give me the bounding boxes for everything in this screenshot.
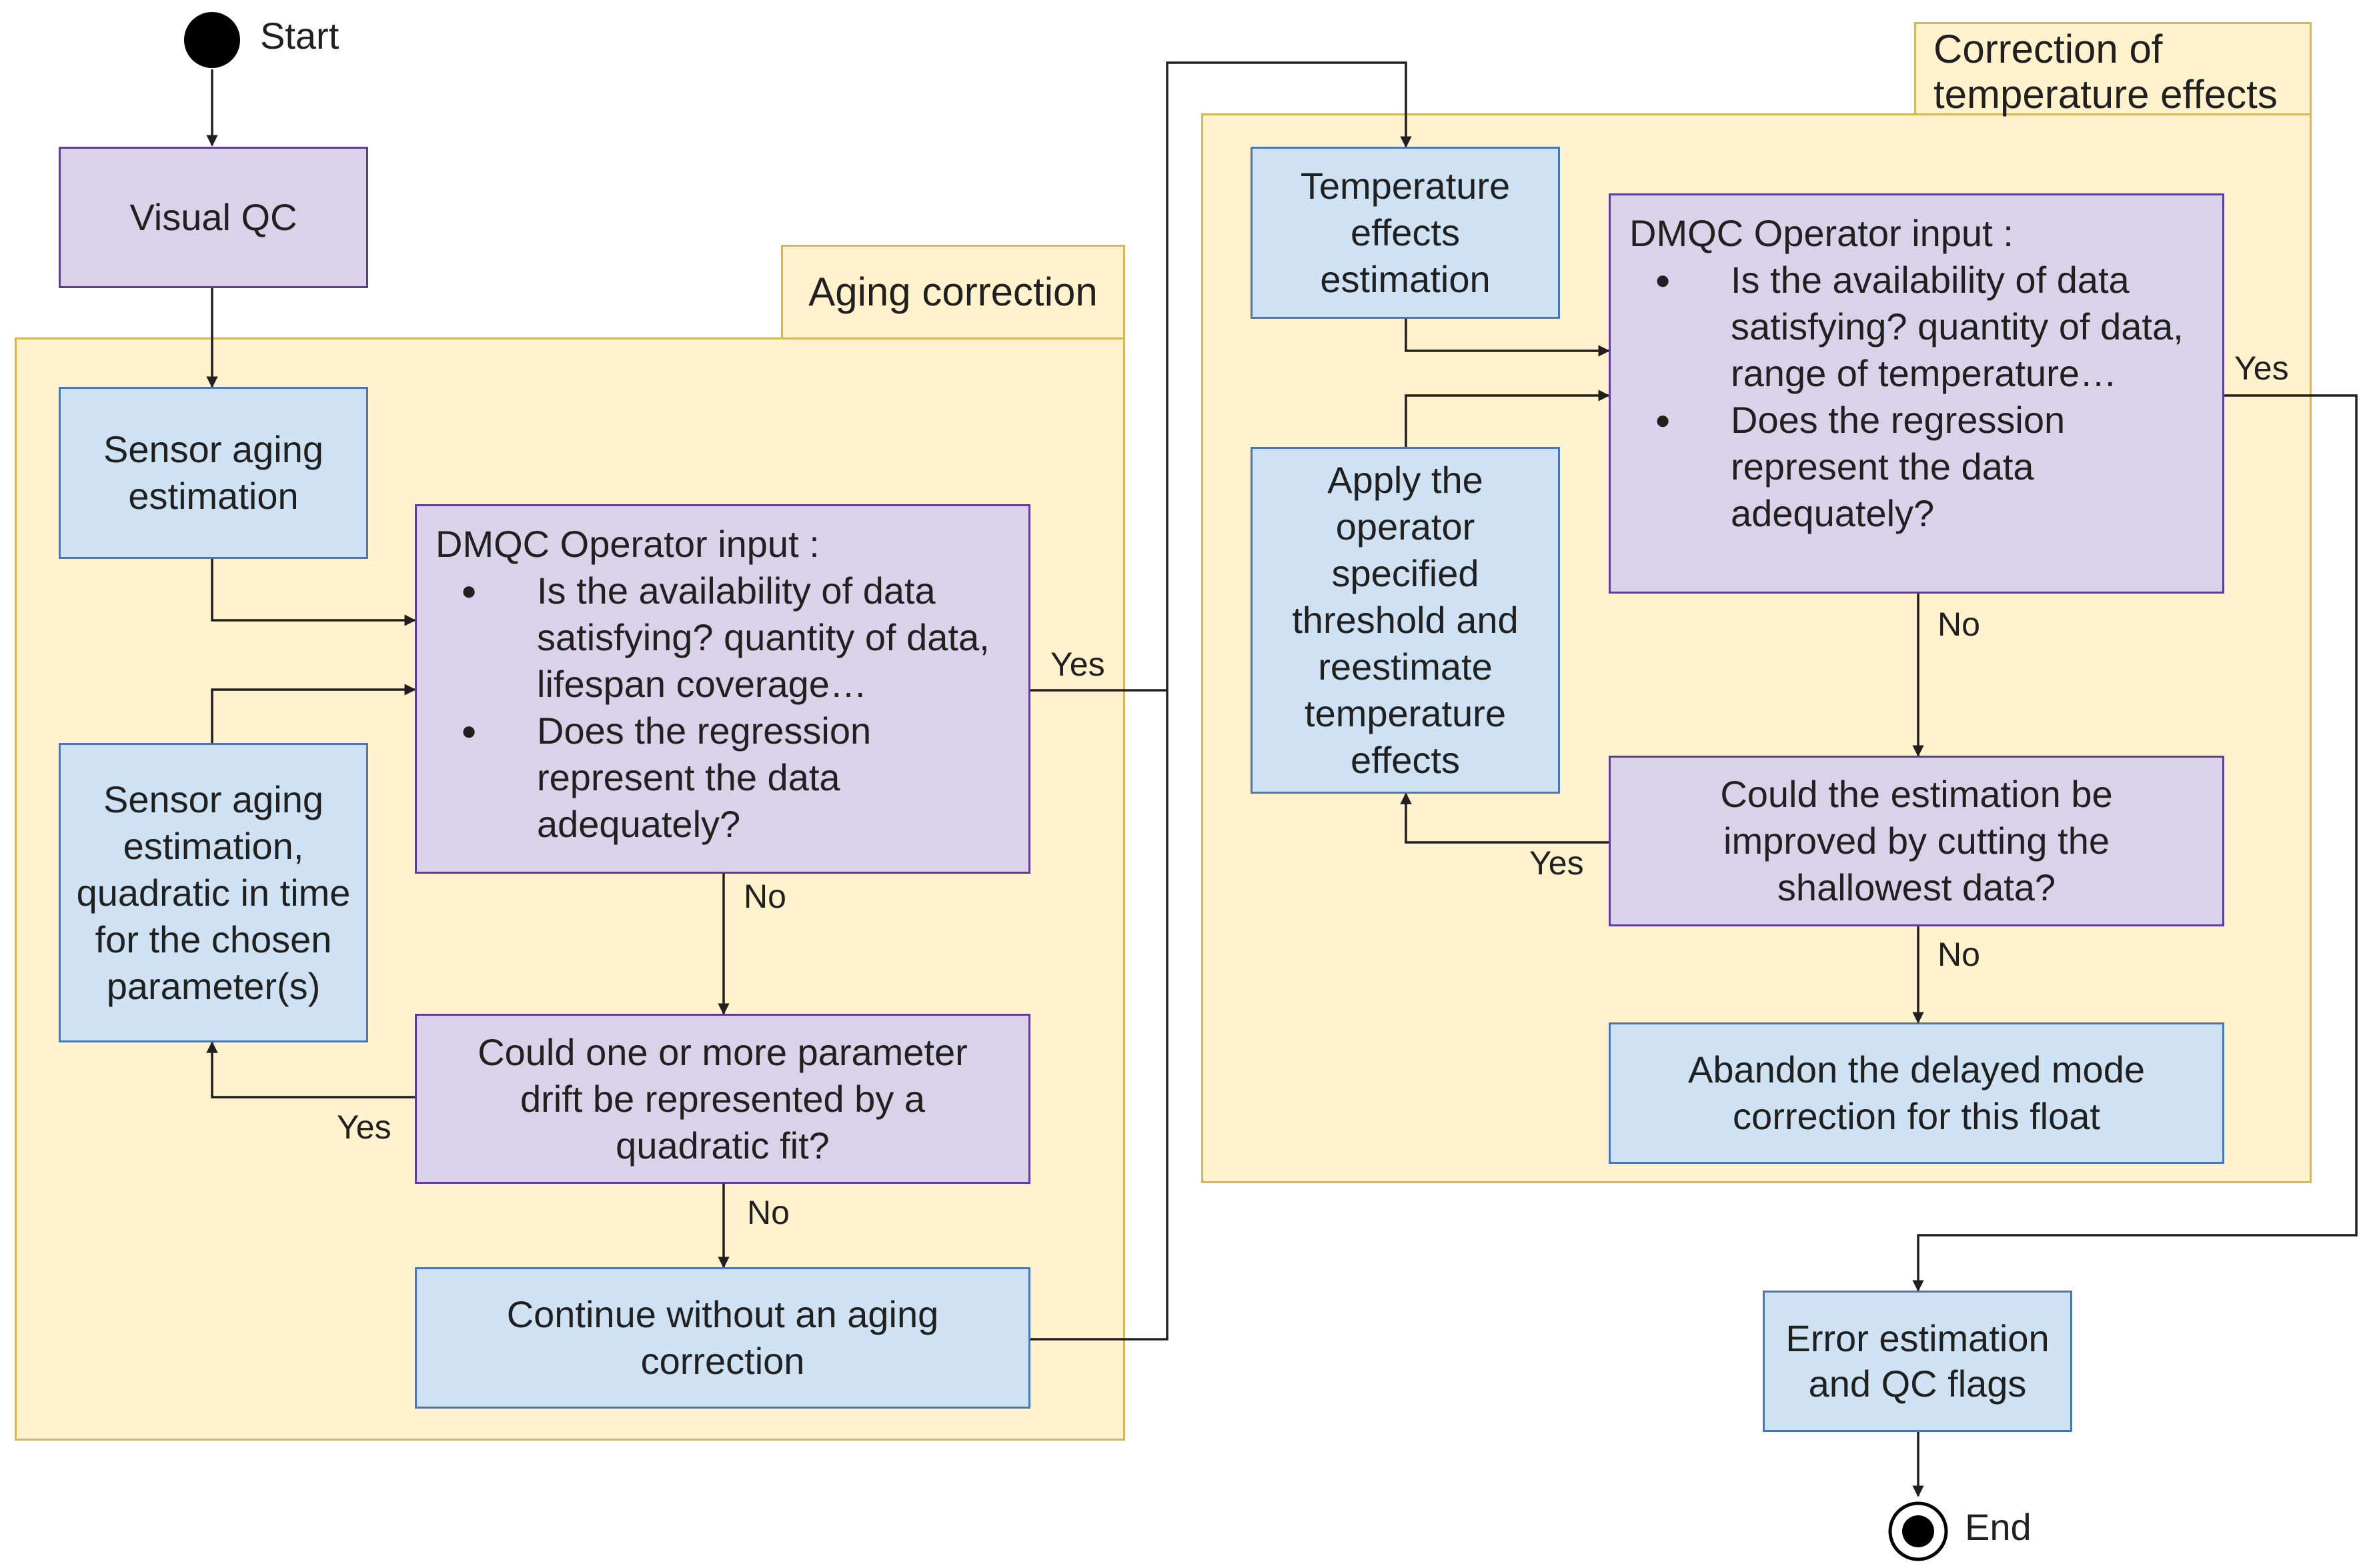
aging-yes-label: Yes	[1050, 646, 1105, 683]
quadratic-aging-estimation-node: Sensor aging estimation, quadratic in ti…	[59, 743, 368, 1042]
edge-quadratic-yes	[206, 1041, 415, 1098]
temperature-operator-question-regression: Does the regression represent the data a…	[1629, 397, 2204, 537]
aging-operator-input-questions: Is the availability of data satisfying? …	[436, 568, 1010, 848]
apply-threshold-node: Apply the operator specified threshold a…	[1251, 447, 1560, 794]
edge-cut-yes	[1400, 792, 1609, 844]
temperature-operator-input-title: DMQC Operator input :	[1629, 212, 2014, 254]
temp-yes-label: Yes	[2234, 349, 2289, 387]
cut-yes-label: Yes	[1529, 844, 1584, 882]
edge-temp-yes-to-error	[1912, 394, 2358, 1292]
edge-aging-to-operator	[211, 559, 416, 626]
quadratic-yes-label: Yes	[337, 1108, 391, 1146]
temperature-operator-input-node: DMQC Operator input : Is the availabilit…	[1609, 193, 2224, 594]
aging-operator-question-availability: Is the availability of data satisfying? …	[436, 568, 1010, 708]
edge-aging-yes-to-temperature	[1030, 61, 1412, 692]
sensor-aging-estimation-node: Sensor aging estimation	[59, 387, 368, 559]
start-label: Start	[260, 15, 339, 57]
aging-operator-input-node: DMQC Operator input : Is the availabilit…	[415, 504, 1030, 874]
edge-quadratic-estimation-to-operator	[211, 684, 416, 743]
error-estimation-node: Error estimation and QC flags	[1763, 1291, 2072, 1432]
temperature-operator-input-questions: Is the availability of data satisfying? …	[1629, 257, 2204, 537]
quadratic-fit-question-node: Could one or more parameter drift be rep…	[415, 1014, 1030, 1184]
edge-continue-to-temperature	[1030, 690, 1168, 1341]
cut-shallow-data-question-node: Could the estimation be improved by cutt…	[1609, 756, 2224, 926]
start-node	[184, 12, 240, 68]
aging-operator-question-regression: Does the regression represent the data a…	[436, 708, 1010, 848]
edge-threshold-to-operator	[1405, 389, 1610, 447]
temp-no-label: No	[1937, 606, 1980, 643]
abandon-correction-node: Abandon the delayed mode correction for …	[1609, 1022, 2224, 1164]
aging-correction-title: Aging correction	[781, 245, 1125, 339]
end-node-inner	[1902, 1515, 1934, 1547]
aging-no-label: No	[744, 878, 786, 915]
edge-temp-estimation-to-operator	[1405, 319, 1610, 357]
end-label: End	[1965, 1506, 2032, 1548]
temperature-correction-title: Correction of temperature effects	[1914, 22, 2312, 117]
continue-without-aging-node: Continue without an aging correction	[415, 1267, 1030, 1409]
visual-qc-node: Visual QC	[59, 147, 368, 288]
temperature-effects-estimation-node: Temperature effects estimation	[1251, 147, 1560, 319]
temperature-operator-question-availability: Is the availability of data satisfying? …	[1629, 257, 2204, 397]
cut-no-label: No	[1937, 936, 1980, 973]
quadratic-no-label: No	[747, 1194, 790, 1231]
aging-operator-input-title: DMQC Operator input :	[436, 523, 820, 565]
